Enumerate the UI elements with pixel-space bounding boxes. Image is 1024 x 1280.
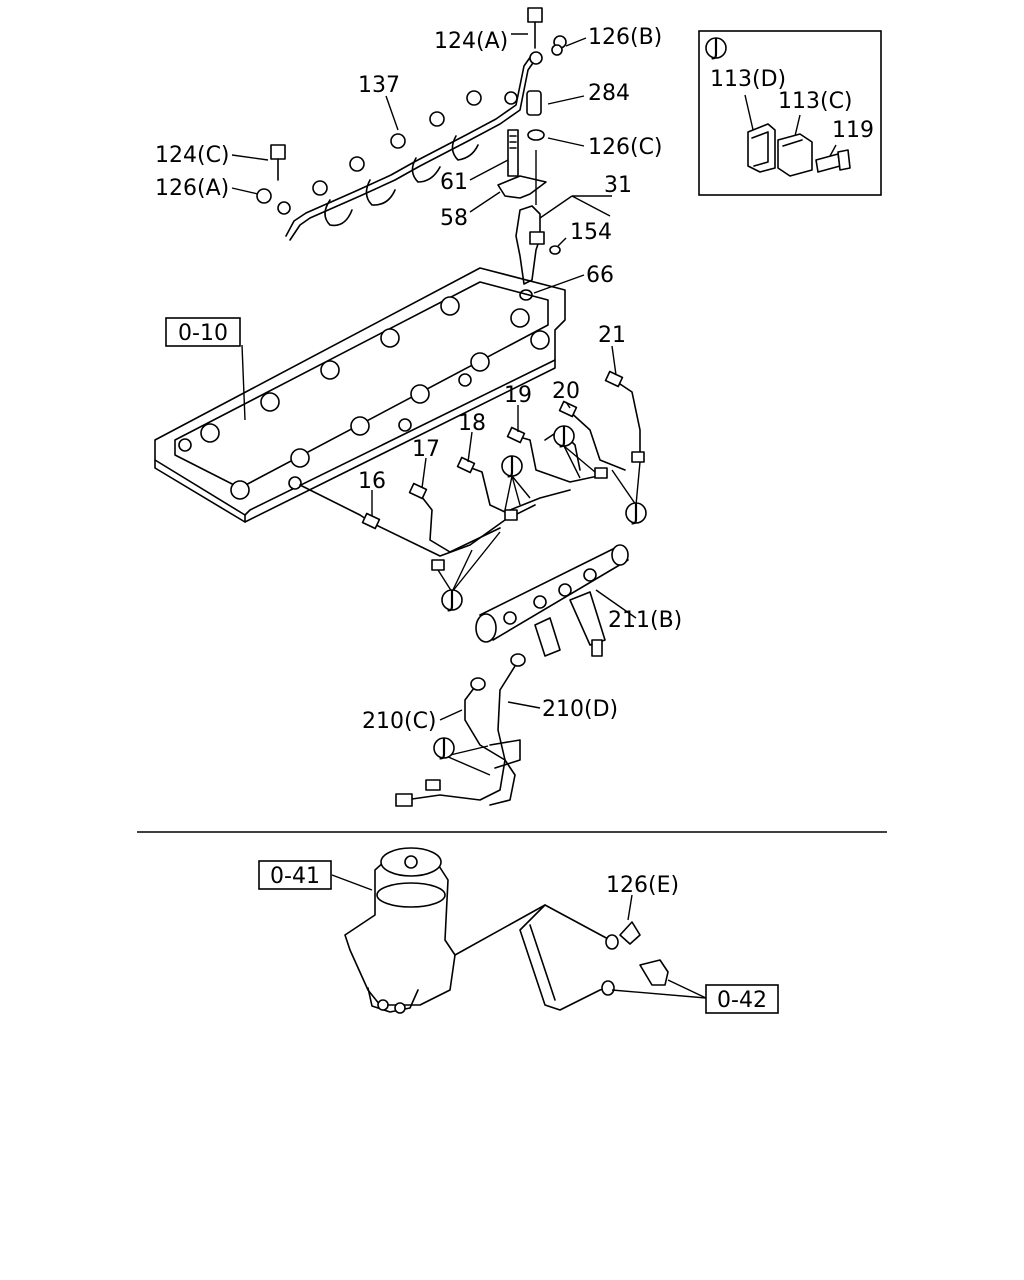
clip-marker-j-1 xyxy=(501,455,523,477)
label-211b: 211(B) xyxy=(608,608,682,633)
label-16: 16 xyxy=(358,469,386,494)
clip-marker-label: J xyxy=(507,454,516,479)
label-113c: 113(C) xyxy=(778,89,853,114)
label-154: 154 xyxy=(570,220,612,245)
part-labels: 124(A) 126(B) 137 284 124(C) 126(C) 126(… xyxy=(155,25,682,898)
ref-0-42-label: 0-42 xyxy=(717,988,767,1013)
fuel-filter xyxy=(344,847,669,1014)
label-18: 18 xyxy=(458,411,486,436)
label-137: 137 xyxy=(358,73,400,98)
label-126a: 126(A) xyxy=(155,176,229,201)
label-21: 21 xyxy=(598,323,626,348)
clip-marker-label: J xyxy=(559,424,568,449)
label-210d: 210(D) xyxy=(542,697,618,722)
ref-0-10-label: 0-10 xyxy=(178,321,228,346)
label-119: 119 xyxy=(832,118,874,143)
label-124c: 124(C) xyxy=(155,143,230,168)
clip-marker-j-3 xyxy=(625,502,647,524)
label-20: 20 xyxy=(552,379,580,404)
label-124a: 124(A) xyxy=(434,29,508,54)
common-rail xyxy=(475,544,629,657)
label-284: 284 xyxy=(588,81,630,106)
clip-marker-j-4 xyxy=(441,589,463,611)
label-210c: 210(C) xyxy=(362,709,437,734)
label-126e: 126(E) xyxy=(606,873,679,898)
label-61: 61 xyxy=(440,170,468,195)
label-31: 31 xyxy=(604,173,632,198)
clip-markers: J J J J J xyxy=(433,424,647,761)
label-113d: 113(D) xyxy=(710,67,786,92)
reference-boxes: 0-10 0-41 0-42 xyxy=(165,317,779,1014)
leader-lines xyxy=(231,33,707,999)
leak-off-pipe-assembly xyxy=(256,7,567,241)
label-17: 17 xyxy=(412,437,440,462)
ref-box-0-41 xyxy=(258,860,332,890)
head-cover-frame xyxy=(154,267,566,523)
clip-marker-label: J xyxy=(439,736,448,761)
clip-marker-label: J xyxy=(631,501,640,526)
clip-marker-j-2 xyxy=(553,425,575,447)
ref-box-0-42 xyxy=(705,984,779,1014)
injection-pipes xyxy=(299,370,645,571)
label-66: 66 xyxy=(586,263,614,288)
ref-0-41-label: 0-41 xyxy=(270,864,320,889)
label-58: 58 xyxy=(440,206,468,231)
inset-marker: J xyxy=(711,36,720,61)
clip-marker-j-5 xyxy=(433,737,455,759)
label-19: 19 xyxy=(504,383,532,408)
inset-clip-detail: J 113(D) 113(C) 119 xyxy=(698,30,882,196)
ref-box-0-10 xyxy=(165,317,241,347)
label-126b: 126(B) xyxy=(588,25,662,50)
clip-marker-label: J xyxy=(447,588,456,613)
label-126c: 126(C) xyxy=(588,135,663,160)
supply-pipes xyxy=(395,653,526,807)
